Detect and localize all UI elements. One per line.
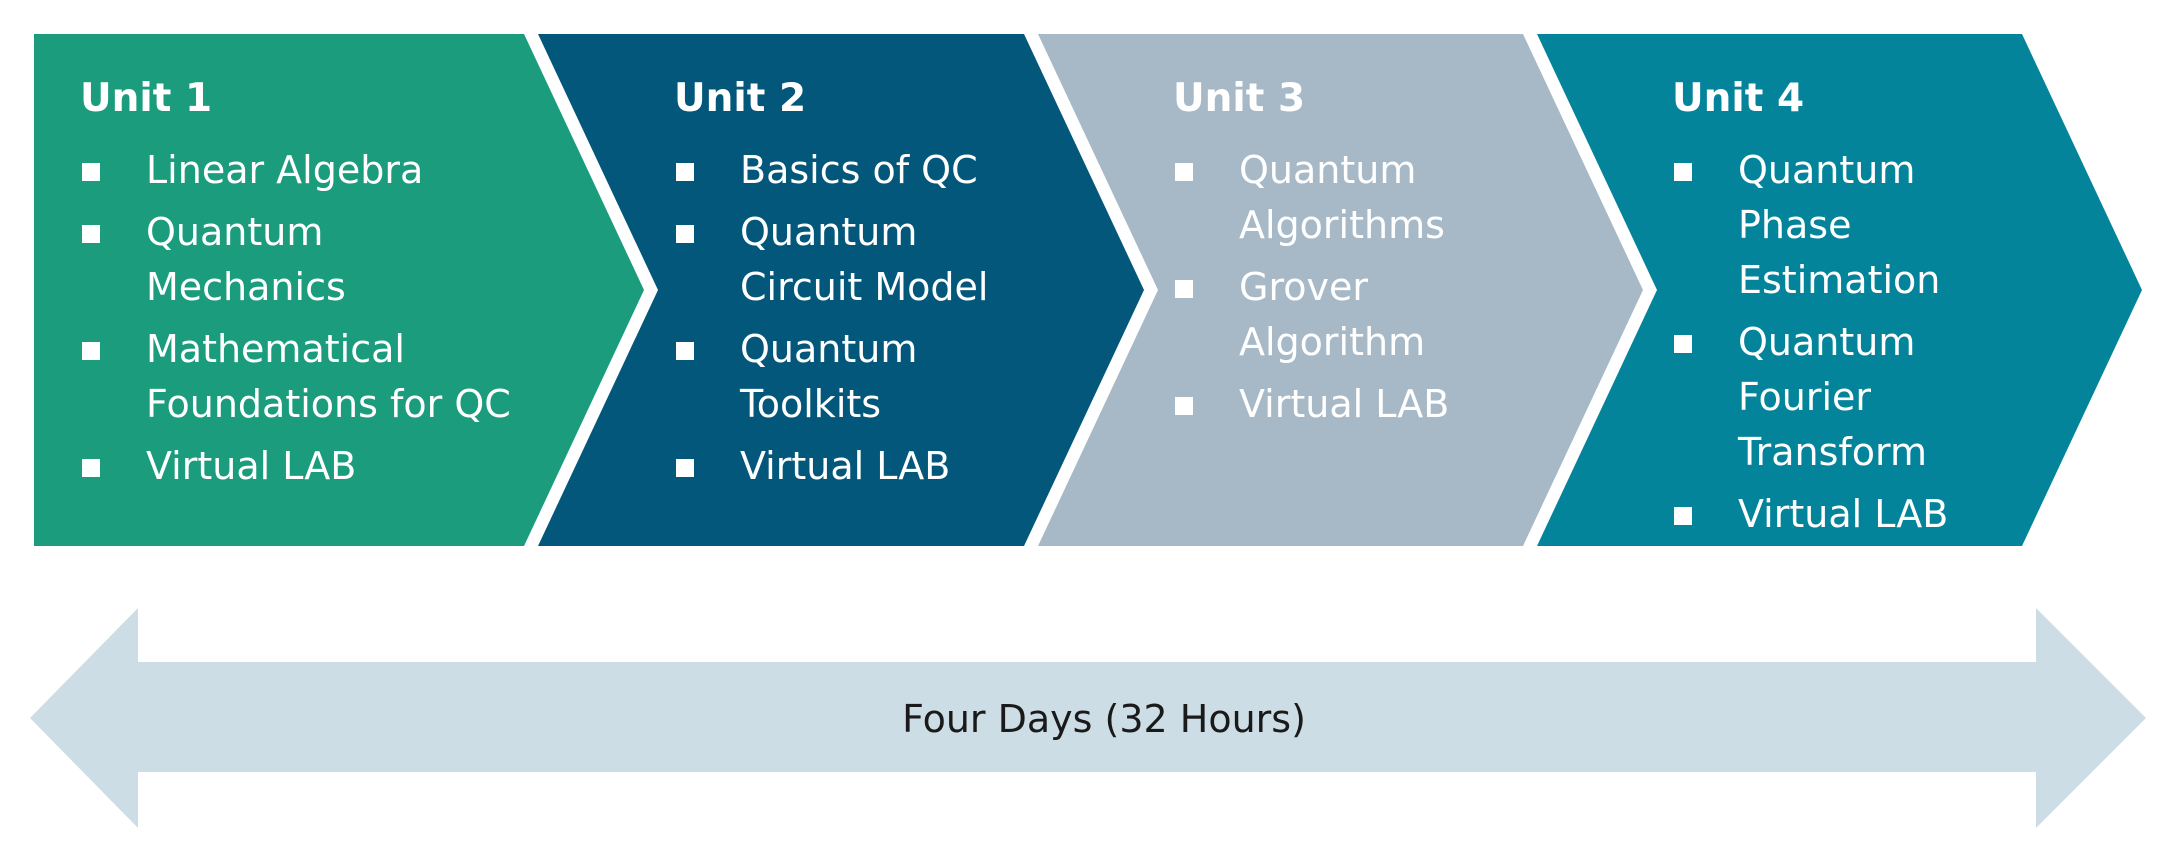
item-line: Virtual LAB <box>146 444 356 488</box>
bullet-square-icon <box>1674 335 1692 353</box>
item-line: Fourier <box>1738 375 1871 419</box>
item-line: Virtual LAB <box>1239 382 1449 426</box>
bullet-square-icon <box>1175 280 1193 298</box>
unit-1-item-1: Linear Algebra <box>146 148 423 192</box>
unit-4-item-3: Virtual LAB <box>1738 492 1948 536</box>
unit-4-title: Unit 4 <box>1672 76 1804 121</box>
bullet-square-icon <box>82 225 100 243</box>
bullet-square-icon <box>1175 163 1193 181</box>
unit-2-item-4: Virtual LAB <box>740 444 950 488</box>
bullet-square-icon <box>82 459 100 477</box>
item-line: Transform <box>1737 430 1927 474</box>
item-line: Algorithm <box>1239 320 1425 364</box>
duration-label: Four Days (32 Hours) <box>902 697 1306 741</box>
unit-2-title: Unit 2 <box>674 76 806 121</box>
bullet-square-icon <box>676 459 694 477</box>
item-line: Phase <box>1738 203 1851 247</box>
bullet-square-icon <box>82 163 100 181</box>
unit-3-item-3: Virtual LAB <box>1239 382 1449 426</box>
item-line: Quantum <box>1738 148 1915 192</box>
item-line: Quantum <box>146 210 323 254</box>
item-line: Circuit Model <box>740 265 988 309</box>
item-line: Quantum <box>740 210 917 254</box>
item-line: Grover <box>1239 265 1368 309</box>
item-line: Linear Algebra <box>146 148 423 192</box>
unit-3-chevron-shape <box>1038 34 1643 546</box>
item-line: Virtual LAB <box>1738 492 1948 536</box>
unit-1-title: Unit 1 <box>80 76 212 121</box>
item-line: Toolkits <box>739 382 881 426</box>
unit-2-chevron-shape <box>538 34 1144 546</box>
item-line: Estimation <box>1738 258 1940 302</box>
item-line: Algorithms <box>1239 203 1445 247</box>
item-line: Virtual LAB <box>740 444 950 488</box>
item-line: Mathematical <box>146 327 405 371</box>
unit-1-chevron-shape <box>34 34 644 546</box>
item-line: Quantum <box>1738 320 1915 364</box>
unit-4-chevron-shape <box>1537 34 2142 546</box>
duration-arrow: Four Days (32 Hours) <box>30 608 2146 828</box>
item-line: Foundations for QC <box>146 382 511 426</box>
item-line: Quantum <box>1239 148 1416 192</box>
bullet-square-icon <box>1175 397 1193 415</box>
unit-2-item-1: Basics of QC <box>740 148 978 192</box>
bullet-square-icon <box>82 342 100 360</box>
bullet-square-icon <box>676 342 694 360</box>
bullet-square-icon <box>1674 507 1692 525</box>
unit-3-title: Unit 3 <box>1173 76 1305 121</box>
bullet-square-icon <box>1674 163 1692 181</box>
item-line: Mechanics <box>146 265 346 309</box>
bullet-square-icon <box>676 225 694 243</box>
bullet-square-icon <box>676 163 694 181</box>
double-headed-arrow-shape <box>30 608 2146 828</box>
item-line: Quantum <box>740 327 917 371</box>
item-line: Basics of QC <box>740 148 978 192</box>
unit-1-item-4: Virtual LAB <box>146 444 356 488</box>
